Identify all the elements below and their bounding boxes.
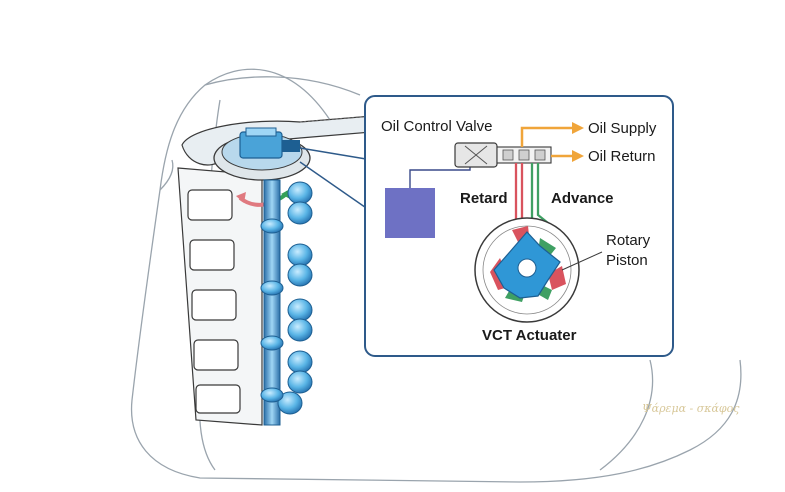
vct-pulley [213,127,311,181]
oil-return-label: Oil Return [588,148,656,165]
rotary-piston-leader [561,251,603,271]
vct-actuator [474,217,580,323]
camshaft [260,179,313,426]
ecu-box [385,188,435,238]
oil-lines [520,126,575,158]
cylinder-block [177,167,263,426]
vct-actuater-label: VCT Actuater [482,327,577,344]
oil-return-arrow [572,150,584,162]
piston-label: Piston [606,252,648,269]
rotary-label: Rotary [606,232,651,249]
oil-control-valve [454,142,552,168]
retard-label: Retard [460,190,508,207]
oil-supply-label: Oil Supply [588,120,657,137]
oil-control-valve-label: Oil Control Valve [381,118,492,135]
advance-label: Advance [551,190,614,207]
watermark: Ψάρεμα - σκάφος [642,402,740,415]
oil-supply-arrow [572,122,584,134]
callout-leaders [299,147,373,213]
